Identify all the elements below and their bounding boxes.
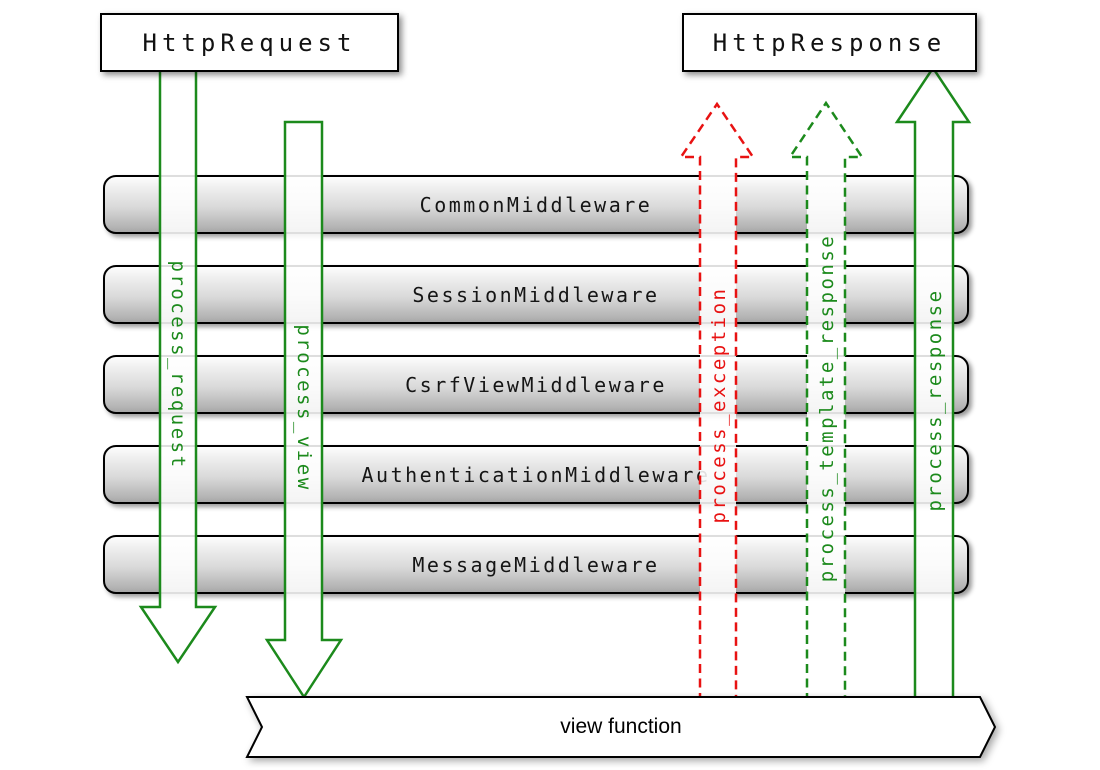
- http-response-label: HttpResponse: [712, 28, 947, 57]
- middleware-bar-session: SessionMiddleware: [103, 265, 969, 324]
- view-function-label: view function: [560, 715, 682, 738]
- process-template-response-label: process_template_response: [816, 233, 838, 583]
- middleware-bar-authentication: AuthenticationMiddleware: [103, 445, 969, 504]
- middleware-bar-label: MessageMiddleware: [412, 552, 660, 577]
- process-request-label: process_request: [167, 260, 189, 470]
- middleware-bar-label: CsrfViewMiddleware: [405, 372, 667, 397]
- http-request-box: HttpRequest: [100, 13, 399, 72]
- middleware-bar-csrf: CsrfViewMiddleware: [103, 355, 969, 414]
- middleware-bar-message: MessageMiddleware: [103, 535, 969, 594]
- process-exception-label: process_exception: [708, 286, 730, 524]
- middleware-bar-label: AuthenticationMiddleware: [361, 462, 711, 487]
- process-response-label: process_response: [924, 288, 946, 512]
- middleware-bar-label: SessionMiddleware: [412, 282, 660, 307]
- middleware-bar-common: CommonMiddleware: [103, 175, 969, 234]
- http-request-label: HttpRequest: [142, 28, 357, 57]
- process-view-label: process_view: [293, 324, 315, 492]
- middleware-bar-label: CommonMiddleware: [419, 192, 653, 217]
- http-response-box: HttpResponse: [682, 13, 977, 72]
